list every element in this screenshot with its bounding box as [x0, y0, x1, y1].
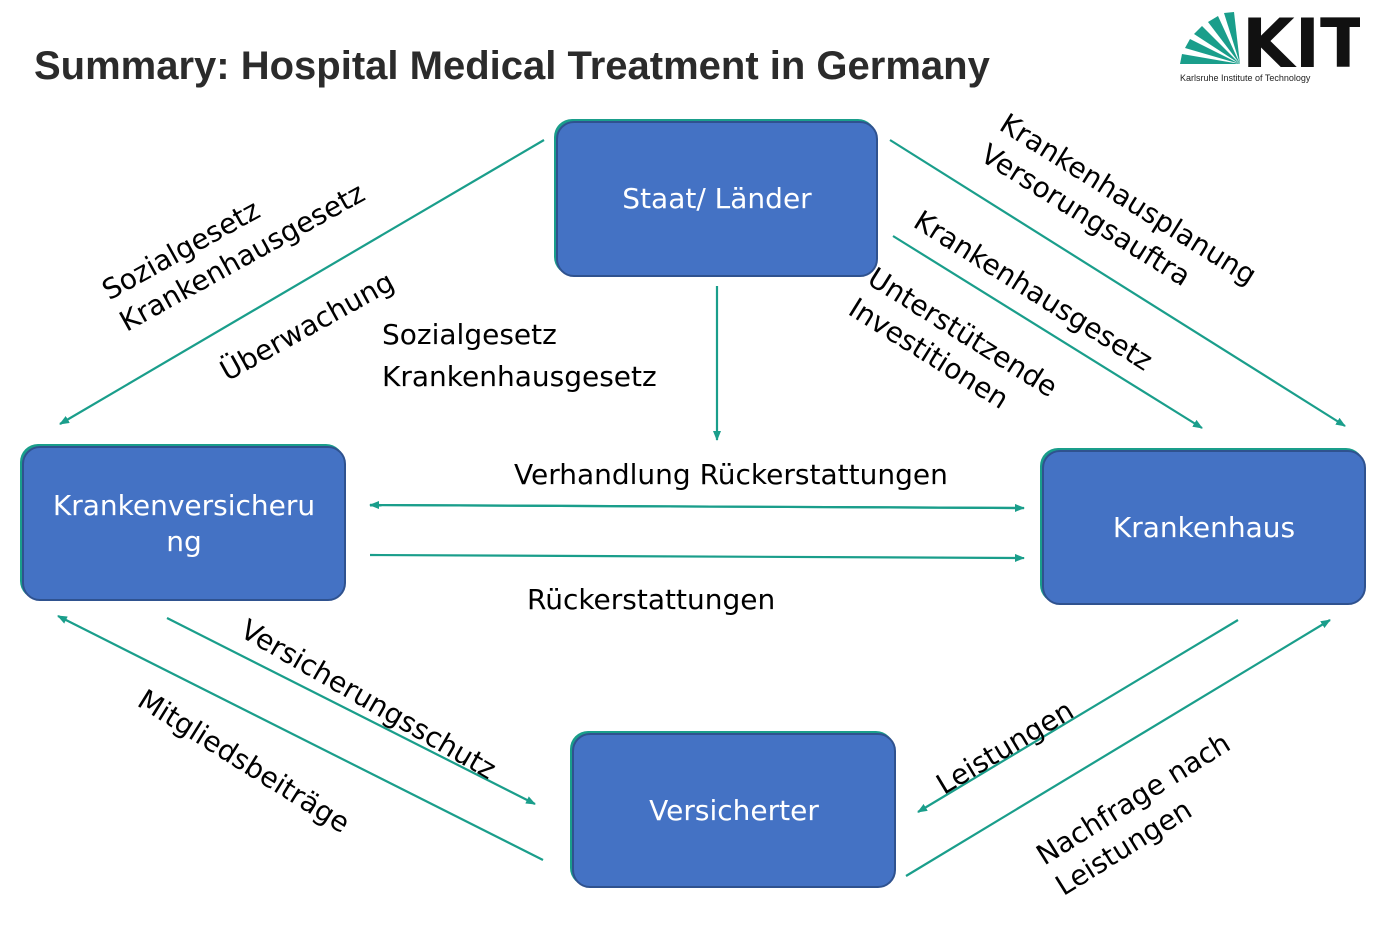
- node-krankenversicherung-label-2: ng: [166, 524, 202, 558]
- node-krankenversicherung: Krankenversicheru ng: [22, 446, 346, 601]
- node-staat-label: Staat/ Länder: [622, 182, 812, 215]
- label-center-line-2: Krankenhausgesetz: [382, 360, 657, 393]
- node-krankenhaus-label: Krankenhaus: [1112, 510, 1296, 544]
- node-krankenhaus: Krankenhaus: [1042, 450, 1366, 605]
- label-verhandlung-text: Verhandlung Rückerstattungen: [514, 458, 948, 491]
- arrow-leistungen: [917, 619, 1239, 813]
- arrow-staat-to-krankenhaus-inner: [892, 235, 1203, 429]
- kit-fan-icon: [1180, 12, 1240, 64]
- label-rueckerstattungen: Rückerstattungen: [527, 582, 775, 618]
- label-center-line-1: Sozialgesetz: [382, 318, 557, 351]
- arrow-verhandlung-right: [369, 503, 1025, 512]
- kit-logo: KIT: [1180, 5, 1360, 84]
- arrow-rueckerstattungen: [369, 553, 1025, 562]
- arrow-staat-to-krankenversicherung: [59, 139, 545, 425]
- kit-logo-text: KIT: [1242, 5, 1360, 84]
- node-versicherter: Versicherter: [572, 733, 896, 888]
- arrow-nachfrage: [905, 619, 1331, 877]
- node-krankenversicherung-label-1: Krankenversicheru: [52, 488, 316, 522]
- slide-title: Summary: Hospital Medical Treatment in G…: [34, 44, 990, 88]
- arrow-mitgliedsbeitraege: [57, 615, 544, 861]
- arrow-staat-to-krankenhaus-outer: [889, 139, 1346, 427]
- label-rueckerstattungen-text: Rückerstattungen: [527, 583, 776, 616]
- arrow-versicherungsschutz: [166, 617, 536, 805]
- label-verhandlung: Verhandlung Rückerstattungen: [514, 457, 948, 493]
- kit-tagline: Karlsruhe Institute of Technology: [1180, 73, 1311, 83]
- node-versicherter-label: Versicherter: [649, 793, 819, 827]
- label-center-laws: Sozialgesetz Krankenhausgesetz: [382, 314, 657, 398]
- node-staat: Staat/ Länder: [556, 121, 878, 277]
